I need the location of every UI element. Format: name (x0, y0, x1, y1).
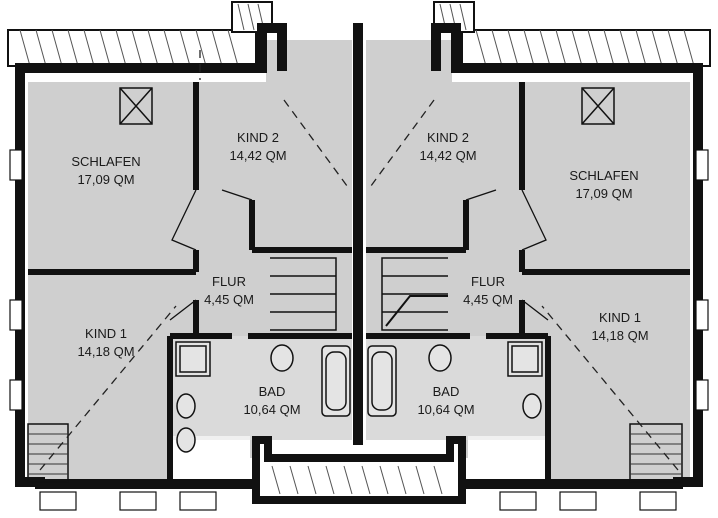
bathtub-icon (321, 345, 351, 417)
room-area-right-bad: 10,64 QM (417, 402, 474, 417)
room-area-left-kind1: 14,18 QM (77, 344, 134, 359)
room-name-left-schlafen: SCHLAFEN (71, 154, 140, 169)
toilet-icon (176, 393, 196, 419)
room-area-left-schlafen: 17,09 QM (77, 172, 134, 187)
room-name-left-bad: BAD (259, 384, 286, 399)
room-name-right-schlafen: SCHLAFEN (569, 168, 638, 183)
toilet-icon (522, 393, 542, 419)
room-area-right-kind1: 14,18 QM (591, 328, 648, 343)
room-area-left-bad: 10,64 QM (243, 402, 300, 417)
central-stairs (270, 257, 448, 331)
room-name-right-bad: BAD (433, 384, 460, 399)
room-area-left-kind2: 14,42 QM (229, 148, 286, 163)
roof-hatching (7, 1, 711, 67)
shower-icon (175, 341, 211, 377)
slope-lines (39, 50, 679, 471)
room-name-right-kind2: KIND 2 (427, 130, 469, 145)
toilet-icon (270, 344, 294, 372)
bath-fixtures (175, 341, 543, 453)
window-icon (9, 149, 709, 511)
stairs-icon (27, 423, 683, 483)
room-area-right-schlafen: 17,09 QM (575, 186, 632, 201)
interior-walls (28, 82, 690, 482)
room-area-right-kind2: 14,42 QM (419, 148, 476, 163)
room-area-right-flur: 4,45 QM (463, 292, 513, 307)
room-name-left-flur: FLUR (212, 274, 246, 289)
exterior-walls (15, 23, 703, 489)
shower-icon (507, 341, 543, 377)
room-labels: SCHLAFEN 17,09 QM KIND 2 14,42 QM FLUR 4… (71, 130, 648, 417)
bathtub-icon (367, 345, 397, 417)
toilet-icon (428, 344, 452, 372)
room-area-left-flur: 4,45 QM (204, 292, 254, 307)
room-name-right-flur: FLUR (471, 274, 505, 289)
room-name-left-kind2: KIND 2 (237, 130, 279, 145)
room-name-right-kind1: KIND 1 (599, 310, 641, 325)
toilet-icon (176, 427, 196, 453)
bottom-dormer (252, 436, 466, 504)
skylight-icon (119, 87, 615, 125)
door-swing-icon (169, 189, 549, 321)
room-name-left-kind1: KIND 1 (85, 326, 127, 341)
